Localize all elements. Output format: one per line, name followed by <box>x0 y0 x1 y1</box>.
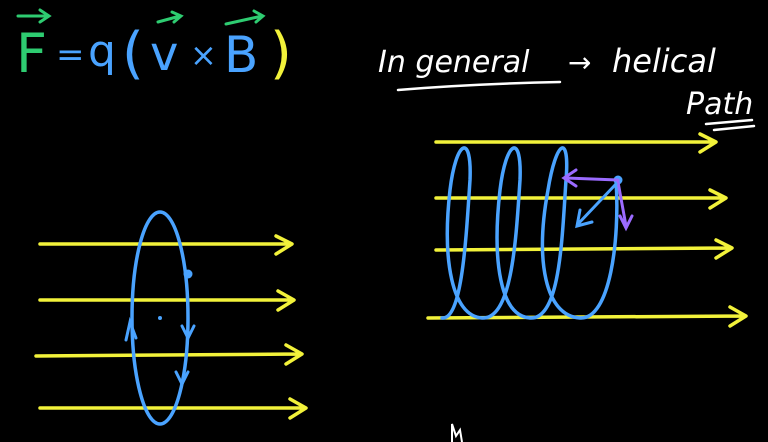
force-symbol: F <box>16 22 47 85</box>
orbit-center-dot <box>158 316 162 320</box>
velocity-symbol: v <box>150 26 178 82</box>
implies-arrow: → <box>568 46 591 79</box>
right-field-lines <box>426 132 748 328</box>
in-general-text: In general <box>378 45 530 80</box>
field-line <box>434 188 728 210</box>
charge-symbol: q <box>88 26 116 77</box>
field-symbol: B <box>224 26 258 84</box>
equals-sign: = <box>56 35 85 75</box>
open-paren: ( <box>122 21 144 86</box>
path-text: Path <box>686 87 753 122</box>
field-line <box>34 343 304 366</box>
field-line <box>38 397 308 420</box>
resultant-velocity-arrow <box>575 182 618 229</box>
f-vector-arrow <box>16 8 52 24</box>
parallel-velocity-arrow <box>561 168 620 188</box>
charged-particle <box>183 269 193 279</box>
left-field-lines <box>34 234 308 420</box>
velocity-direction-arrow <box>180 298 196 342</box>
b-vector-arrow <box>224 9 266 26</box>
perpendicular-velocity-arrow <box>616 180 634 232</box>
v-vector-arrow <box>156 10 184 24</box>
helical-path-annotation: In general → helical Path <box>378 42 756 132</box>
cross-product-sign: × <box>190 36 217 74</box>
circular-motion-diagram <box>34 210 308 426</box>
orbit-direction-arrow-left <box>124 316 138 342</box>
path-underline <box>704 118 756 132</box>
close-paren: ) <box>270 21 292 86</box>
helical-text: helical <box>612 42 716 80</box>
chalk-scribble-mark <box>451 423 463 442</box>
helical-motion-diagram <box>426 132 748 328</box>
field-line <box>434 132 718 154</box>
field-line <box>38 289 296 312</box>
orbit-direction-arrow-right <box>174 370 190 388</box>
field-line <box>38 234 294 256</box>
helical-trajectory <box>440 146 619 320</box>
lorentz-force-equation: F = q ( v × B ) <box>16 8 292 86</box>
in-general-underline <box>396 80 562 92</box>
field-line <box>434 238 734 260</box>
